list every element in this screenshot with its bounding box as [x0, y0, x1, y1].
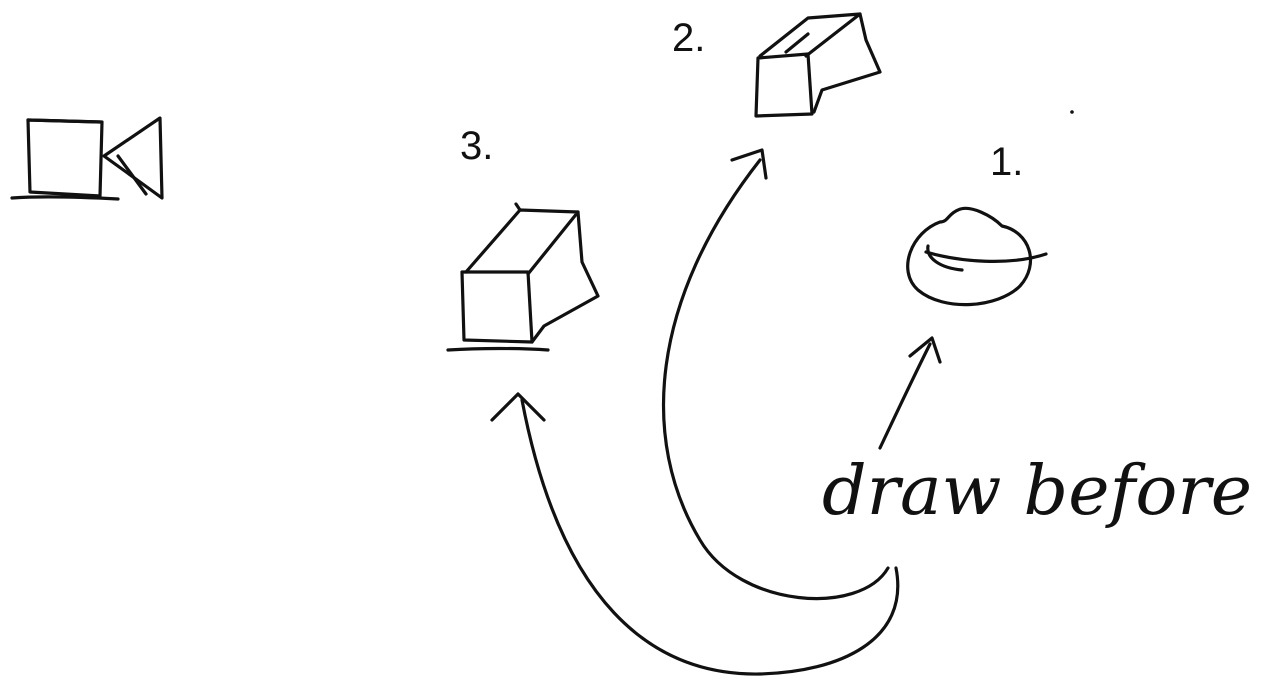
- annotation-text: draw before: [822, 452, 1252, 531]
- arrow-to-1: [878, 336, 942, 450]
- arrow-to-3: [490, 392, 900, 676]
- sphere-icon: [906, 206, 1048, 307]
- arrow-to-2: [661, 148, 890, 601]
- handwritten-annotation: draw before: [822, 452, 1252, 531]
- label-step-1: 1.: [990, 140, 1024, 184]
- label-step-2: 2.: [672, 16, 706, 60]
- ink-dot: [1070, 110, 1074, 114]
- label-step-3: 3.: [460, 124, 494, 168]
- box-2-icon: [754, 12, 882, 118]
- camera-icon: [10, 116, 164, 201]
- box-3-icon: [446, 202, 600, 352]
